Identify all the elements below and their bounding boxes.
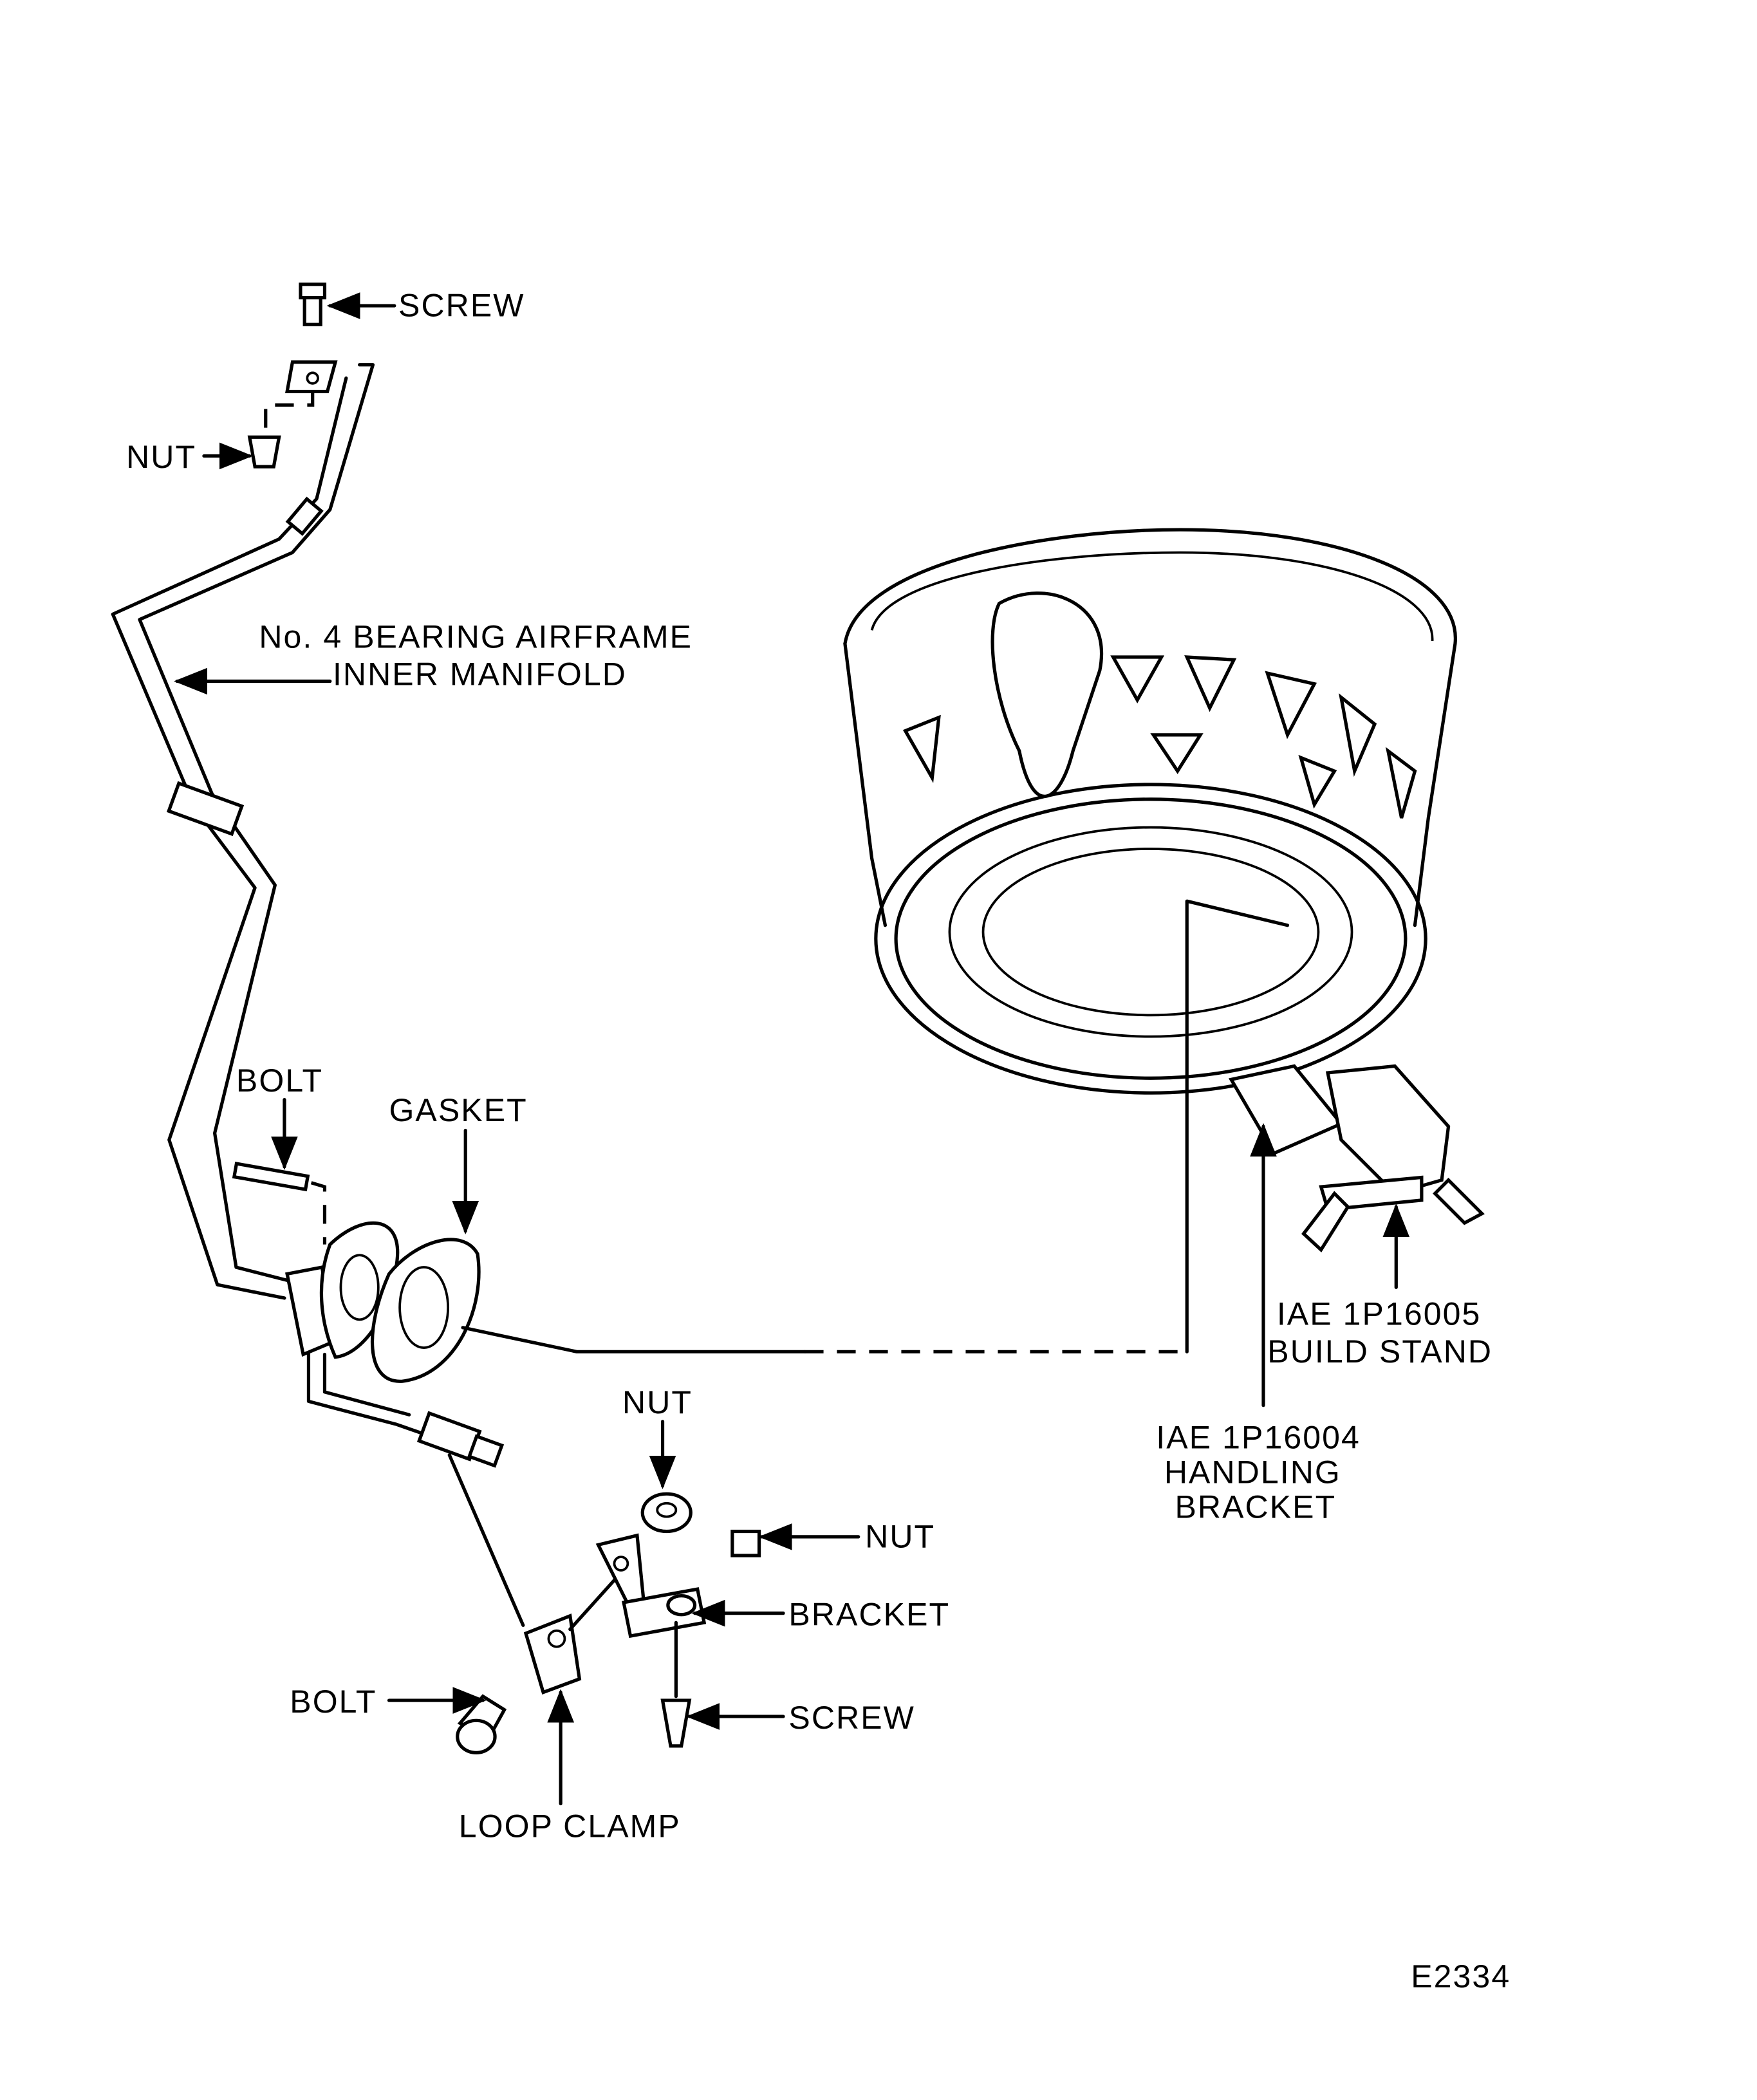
label-gasket: GASKET xyxy=(389,1092,527,1128)
label-manifold-line1: No. 4 BEARING AIRFRAME xyxy=(259,618,693,655)
screw-top-icon xyxy=(302,295,322,326)
screw-bottom-icon xyxy=(660,1698,692,1748)
handling-bracket-part xyxy=(1228,1064,1344,1156)
tube-clip xyxy=(166,781,245,837)
label-handling-bracket-line3: BRACKET xyxy=(1175,1489,1336,1525)
figure-id: E2334 xyxy=(1411,1958,1511,1994)
label-screw-top: SCREW xyxy=(398,288,525,324)
lower-bracket-assembly xyxy=(447,1453,761,1754)
label-nut-mid: NUT xyxy=(622,1384,693,1420)
label-screw-bottom: SCREW xyxy=(788,1700,915,1736)
build-stand-part xyxy=(1319,1175,1424,1212)
gasket-part xyxy=(370,1238,481,1383)
nut-top-icon xyxy=(247,435,281,469)
case-bosses xyxy=(902,591,1417,819)
label-loop-clamp: LOOP CLAMP xyxy=(459,1808,681,1844)
label-build-stand-line1: IAE 1P16005 xyxy=(1277,1296,1482,1332)
label-bracket: BRACKET xyxy=(788,1596,950,1632)
inner-manifold-tube xyxy=(111,363,505,1468)
loop-clamp-part xyxy=(523,1613,582,1695)
label-bolt-upper: BOLT xyxy=(236,1063,323,1099)
bracket-part xyxy=(595,1533,646,1612)
engine-case-ring xyxy=(843,528,1485,1253)
nut-mid-icon xyxy=(640,1492,693,1534)
flange-assembly xyxy=(232,899,1290,1383)
label-handling-bracket-line2: HANDLING xyxy=(1164,1454,1341,1491)
label-handling-bracket-line1: IAE 1P16004 xyxy=(1156,1419,1361,1455)
label-build-stand-line2: BUILD STAND xyxy=(1267,1333,1492,1370)
top-fasteners xyxy=(247,283,338,469)
screw-head-icon xyxy=(299,283,327,300)
tube-tab-bracket xyxy=(284,360,338,394)
bolt-upper-icon xyxy=(232,1162,310,1192)
leader-lines xyxy=(174,292,1410,1806)
nut-right-icon xyxy=(730,1529,761,1557)
label-manifold-line2: INNER MANIFOLD xyxy=(333,656,627,692)
label-nut-right: NUT xyxy=(865,1519,935,1555)
label-bolt-lower: BOLT xyxy=(290,1684,376,1720)
label-nut-top: NUT xyxy=(126,439,196,475)
